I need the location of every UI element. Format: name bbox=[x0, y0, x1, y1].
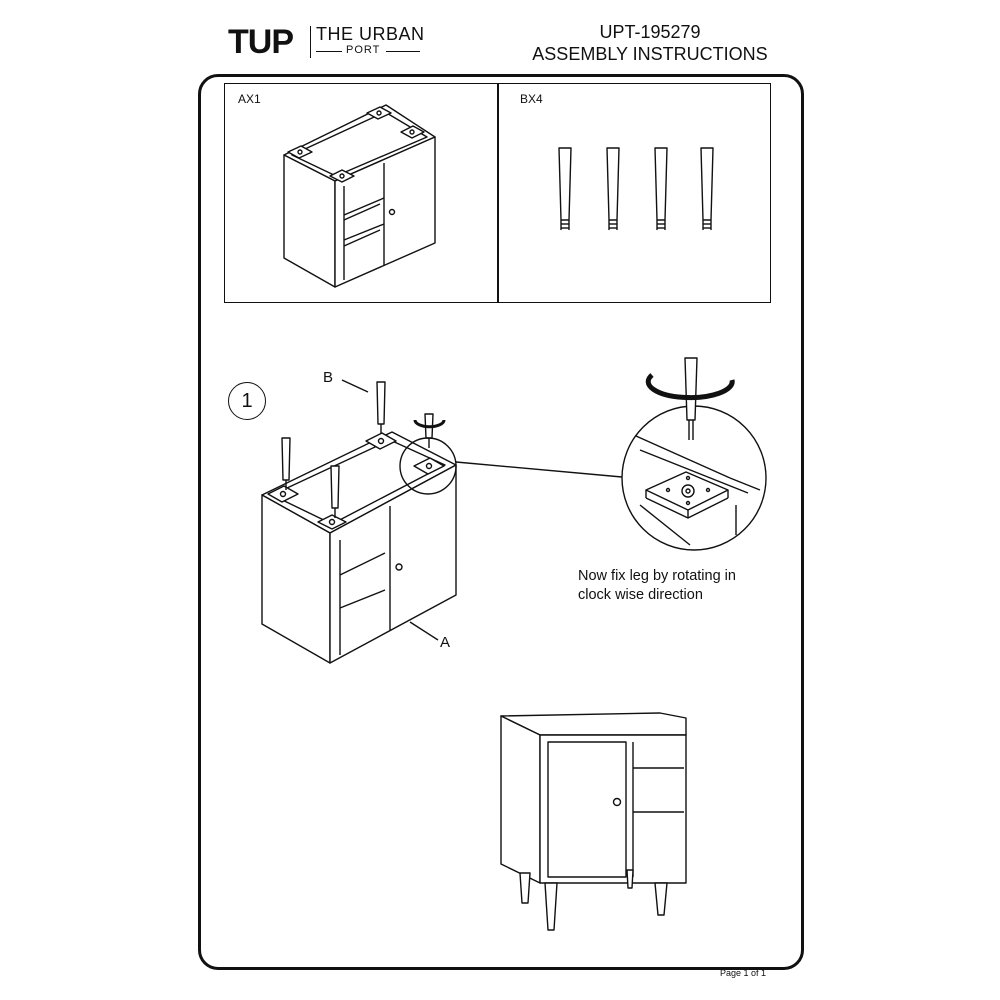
brand-logo: TUP THE URBAN PORT bbox=[228, 22, 428, 62]
brand-name-line2: PORT bbox=[346, 44, 381, 56]
cabinet-part-a-illustration bbox=[283, 104, 436, 288]
brand-name-line1: THE URBAN bbox=[316, 24, 425, 44]
page-number: Page 1 of 1 bbox=[720, 968, 767, 978]
logo-divider bbox=[310, 26, 311, 58]
assembled-cabinet-illustration bbox=[500, 712, 687, 931]
document-title: ASSEMBLY INSTRUCTIONS bbox=[532, 44, 768, 64]
step1-cabinet-illustration bbox=[261, 379, 623, 664]
callout-leg-label: B bbox=[323, 369, 334, 386]
leg-fixing-detail-illustration bbox=[621, 357, 767, 551]
step-number-badge: 1 bbox=[228, 382, 266, 420]
part-a-label: AX1 bbox=[238, 92, 261, 106]
part-b-panel bbox=[497, 83, 771, 303]
callout-body-label: A bbox=[440, 634, 451, 651]
part-a-panel bbox=[224, 83, 499, 303]
document-code: UPT-195279 bbox=[599, 22, 701, 42]
instruction-note-line1: Now fix leg by rotating in bbox=[578, 568, 736, 584]
instruction-note-line2: clock wise direction bbox=[578, 587, 703, 603]
part-b-label: BX4 bbox=[520, 92, 543, 106]
brand-mark: TUP bbox=[228, 23, 294, 61]
logo-rule-left bbox=[316, 51, 342, 52]
instruction-frame bbox=[198, 74, 804, 970]
legs-part-b-illustration bbox=[558, 147, 714, 230]
logo-rule-right bbox=[386, 51, 420, 52]
